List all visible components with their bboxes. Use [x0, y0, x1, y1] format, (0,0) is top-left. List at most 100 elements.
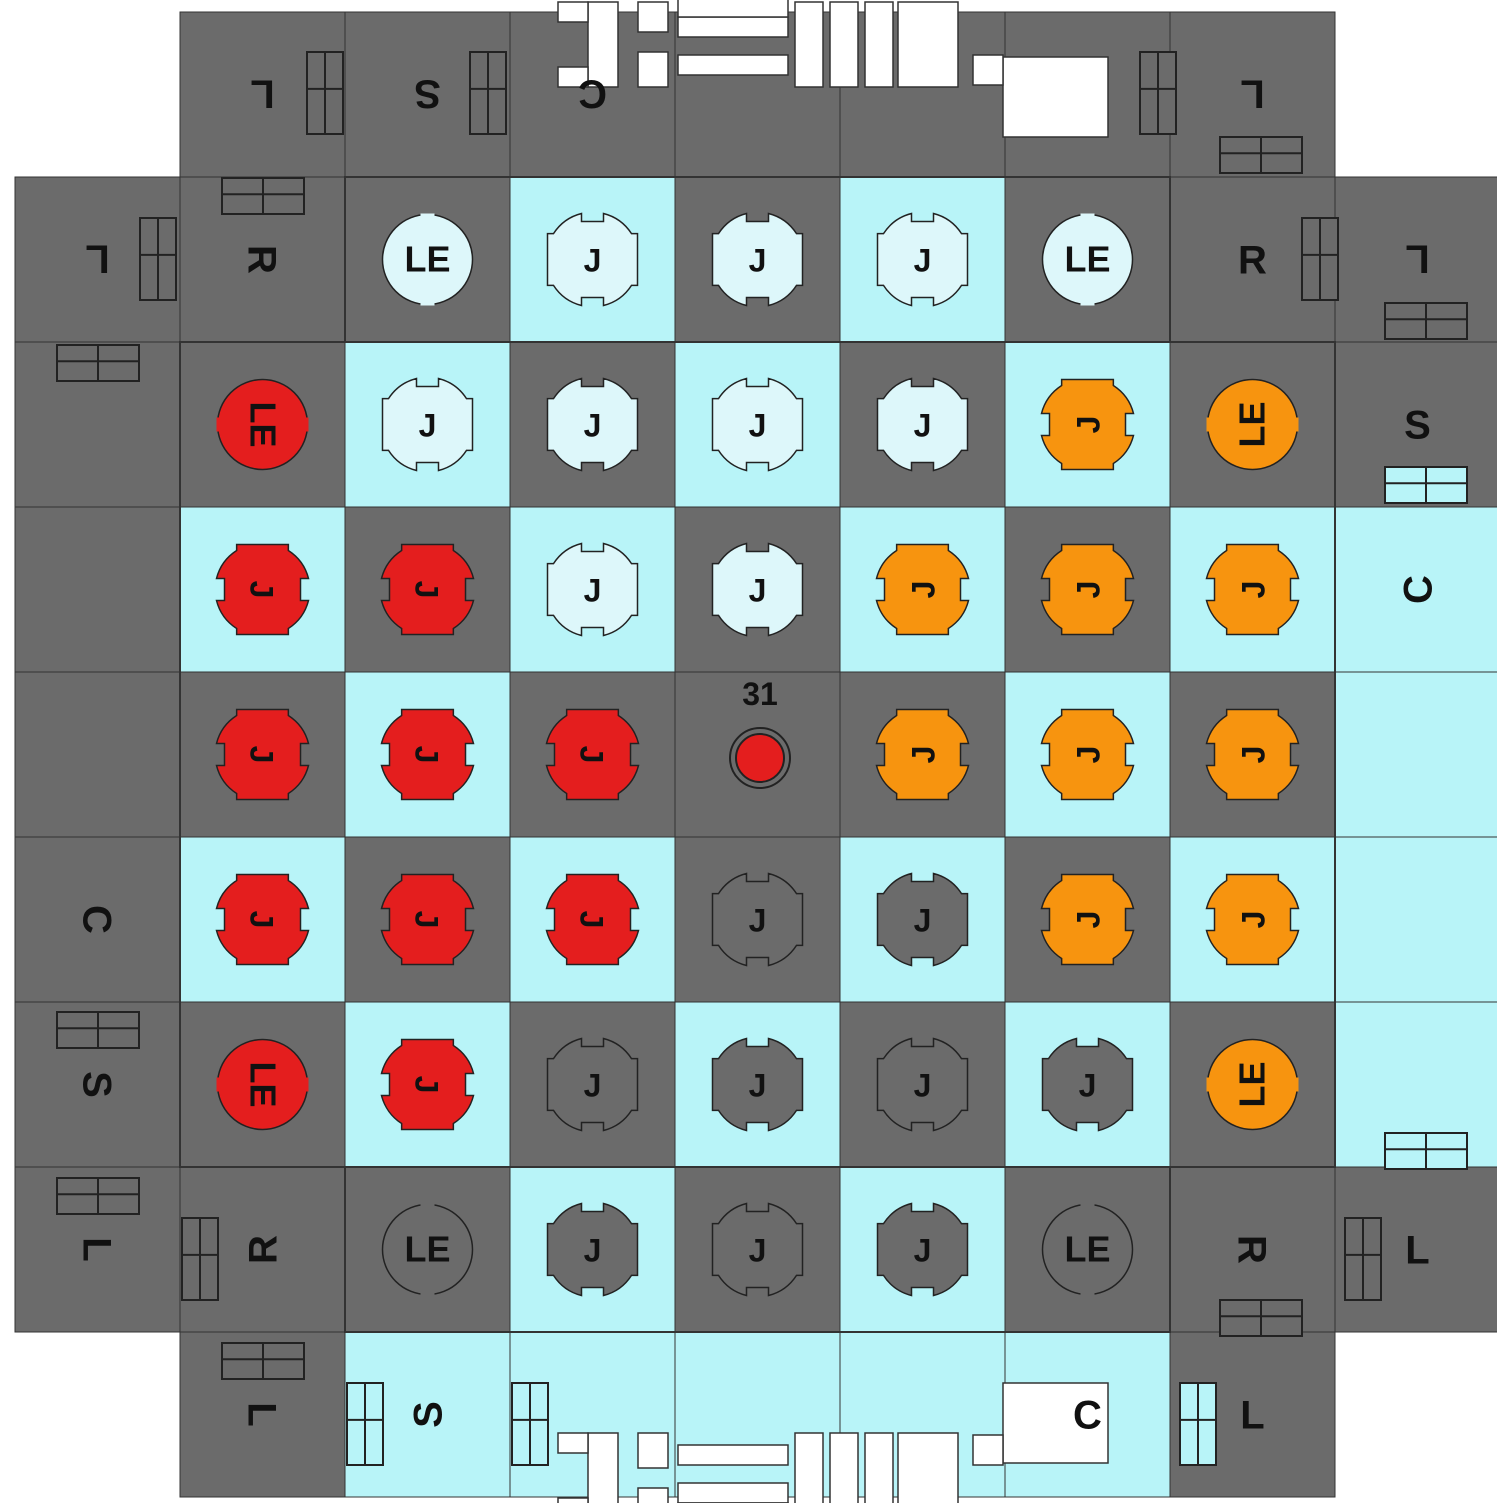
j-piece[interactable]: J — [878, 214, 968, 306]
j-piece[interactable]: J — [382, 545, 474, 635]
j-piece[interactable]: J — [383, 379, 473, 471]
j-piece[interactable]: J — [713, 1039, 803, 1131]
j-piece[interactable]: J — [713, 874, 803, 966]
le-piece[interactable]: LE — [1043, 1204, 1133, 1296]
j-piece[interactable]: J — [713, 544, 803, 636]
banner-bar — [638, 2, 668, 32]
j-piece[interactable]: J — [382, 1040, 474, 1130]
j-piece[interactable]: J — [1207, 710, 1299, 800]
edge-letter: C — [1397, 575, 1441, 604]
banner-bar — [678, 55, 788, 75]
j-piece[interactable]: J — [877, 545, 969, 635]
j-piece[interactable]: J — [713, 379, 803, 471]
piece-label: J — [1071, 746, 1107, 764]
center-number: 31 — [742, 676, 778, 712]
j-piece[interactable]: J — [217, 875, 309, 965]
piece-label: J — [906, 746, 942, 764]
piece-label: J — [1079, 1068, 1097, 1104]
gate-icon — [1220, 1300, 1302, 1336]
j-piece[interactable]: J — [382, 875, 474, 965]
j-piece[interactable]: J — [548, 379, 638, 471]
piece-label: J — [244, 581, 280, 599]
banner-bar — [638, 1433, 668, 1468]
le-piece[interactable]: LE — [217, 1040, 309, 1130]
j-piece[interactable]: J — [1207, 545, 1299, 635]
piece-label: J — [584, 408, 602, 444]
gate-icon — [182, 1218, 218, 1300]
gate-icon — [1140, 52, 1176, 134]
le-piece[interactable]: LE — [1207, 380, 1299, 470]
piece-label: J — [749, 1233, 767, 1269]
gate-icon — [1385, 1133, 1467, 1169]
gate-icon — [57, 1178, 139, 1214]
piece-label: LE — [243, 1061, 284, 1107]
gate-icon — [1385, 467, 1467, 503]
j-piece[interactable]: J — [548, 544, 638, 636]
gate-icon — [347, 1383, 383, 1465]
j-piece[interactable]: J — [548, 1039, 638, 1131]
piece-label: LE — [404, 239, 450, 280]
piece-label: J — [1071, 581, 1107, 599]
j-piece[interactable]: J — [1042, 380, 1134, 470]
j-piece[interactable]: J — [547, 710, 639, 800]
le-piece[interactable]: LE — [217, 380, 309, 470]
banner-bar — [558, 1498, 588, 1503]
gate-icon — [57, 1012, 139, 1048]
edge-letter: C — [1073, 1394, 1102, 1438]
piece-label: J — [574, 911, 610, 929]
piece-label: J — [574, 746, 610, 764]
piece-label: J — [409, 1076, 445, 1094]
gate-icon — [1385, 303, 1467, 339]
board-tile[interactable] — [15, 507, 180, 672]
j-piece[interactable]: J — [1207, 875, 1299, 965]
gate-icon — [140, 218, 176, 300]
j-piece[interactable]: J — [217, 545, 309, 635]
center-dot[interactable] — [736, 734, 784, 782]
piece-label: J — [914, 1233, 932, 1269]
j-piece[interactable]: J — [548, 1204, 638, 1296]
banner-bar — [865, 1433, 893, 1503]
piece-label: J — [914, 903, 932, 939]
piece-label: J — [749, 903, 767, 939]
piece-label: J — [419, 408, 437, 444]
piece-label: J — [1236, 911, 1272, 929]
gate-icon — [1302, 218, 1338, 300]
j-piece[interactable]: J — [877, 710, 969, 800]
piece-label: LE — [1064, 239, 1110, 280]
le-piece[interactable]: LE — [1043, 214, 1133, 306]
piece-label: LE — [404, 1229, 450, 1270]
piece-label: J — [914, 408, 932, 444]
board-tile[interactable] — [1335, 672, 1497, 837]
j-piece[interactable]: J — [382, 710, 474, 800]
j-piece[interactable]: J — [1042, 875, 1134, 965]
gate-icon — [57, 345, 139, 381]
j-piece[interactable]: J — [217, 710, 309, 800]
le-piece[interactable]: LE — [1207, 1040, 1299, 1130]
j-piece[interactable]: J — [548, 214, 638, 306]
piece-label: LE — [1232, 1061, 1273, 1107]
j-piece[interactable]: J — [1042, 710, 1134, 800]
board-tile[interactable] — [15, 672, 180, 837]
le-piece[interactable]: LE — [383, 1204, 473, 1296]
banner-bar — [558, 1433, 588, 1453]
j-piece[interactable]: J — [713, 214, 803, 306]
j-piece[interactable]: J — [1043, 1039, 1133, 1131]
board-tile[interactable] — [1335, 837, 1497, 1002]
j-piece[interactable]: J — [713, 1204, 803, 1296]
j-piece[interactable]: J — [547, 875, 639, 965]
edge-letter: L — [1240, 1394, 1264, 1438]
j-piece[interactable]: J — [878, 1204, 968, 1296]
j-piece[interactable]: J — [878, 874, 968, 966]
banner-bar — [830, 1433, 858, 1503]
banner-bar — [865, 2, 893, 87]
banner-bar — [795, 1433, 823, 1503]
j-piece[interactable]: J — [878, 1039, 968, 1131]
banner-bar — [795, 2, 823, 87]
edge-letter: R — [1230, 1235, 1274, 1264]
piece-label: J — [584, 243, 602, 279]
piece-label: LE — [243, 401, 284, 447]
j-piece[interactable]: J — [1042, 545, 1134, 635]
gate-icon — [307, 52, 343, 134]
j-piece[interactable]: J — [878, 379, 968, 471]
le-piece[interactable]: LE — [383, 214, 473, 306]
